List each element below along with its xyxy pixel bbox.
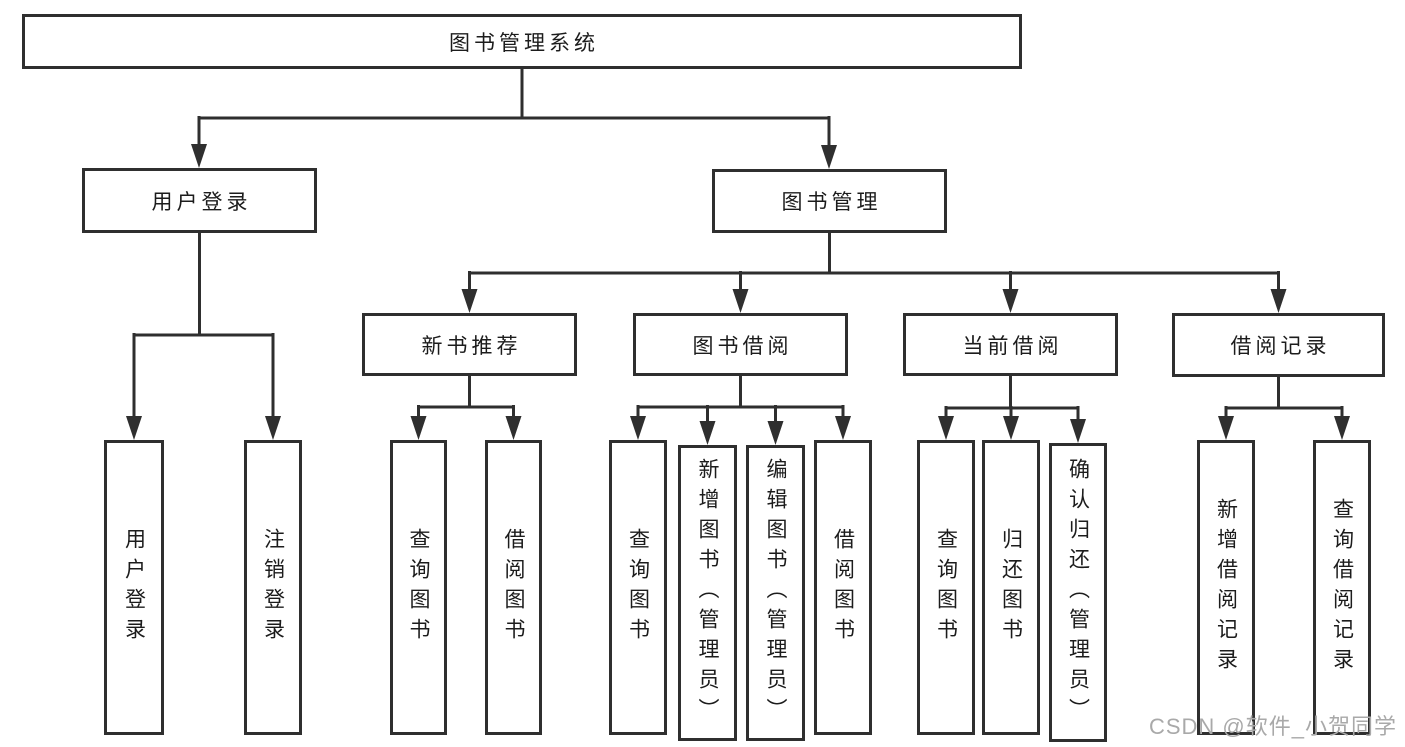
leaf-query-borrow-record: 查询借阅记录 [1313,440,1371,735]
node-label: 查询图书 [626,527,650,648]
arrow-to-borrow-record [1270,289,1287,313]
arrow-to-current-borrow [1002,289,1019,313]
node-label: 注销登录 [261,527,285,648]
leaf-return-books: 归还图书 [982,440,1040,735]
node-book-borrowing: 图书借阅 [633,313,848,376]
edge-root-trunk [197,69,831,147]
node-label: 新增借阅记录 [1214,497,1238,678]
node-label: 归还图书 [999,527,1023,648]
arrow-to-bb-borrow [835,416,851,440]
node-user-login: 用户登录 [82,168,317,233]
node-label: 借阅图书 [502,527,525,648]
node-borrowing-records: 借阅记录 [1172,313,1385,377]
node-label: 借阅记录 [1230,335,1331,358]
leaf-borrow-books-under-borrowing: 借阅图书 [814,440,872,735]
node-library-management-system: 图书管理系统 [22,14,1022,69]
arrow-to-br-add [1218,416,1234,440]
arrow-to-leaf-logout [265,416,281,440]
leaf-add-borrow-record: 新增借阅记录 [1197,440,1255,735]
leaf-borrow-books-under-recommend: 借阅图书 [485,440,542,735]
edge-borrow-record-branch [1224,377,1344,419]
node-label: 查询图书 [407,527,430,648]
arrow-to-user-login [191,144,207,168]
node-label: 借阅图书 [831,527,855,648]
node-current-borrowing: 当前借阅 [903,313,1118,376]
arrow-to-cb-query [938,416,954,440]
node-label: 图书管理系统 [449,31,599,55]
edge-current-borrow-branch [944,376,1080,422]
arrow-to-book-mgmt [821,145,837,169]
arrow-to-leaf-user-login [126,416,142,440]
node-new-book-recommend: 新书推荐 [362,313,577,376]
arrow-to-cb-return [1003,416,1019,440]
leaf-logout: 注销登录 [244,440,302,735]
arrow-to-nbr-borrow [505,416,522,440]
csdn-watermark: CSDN @软件_小贺同学 [1148,714,1397,739]
edge-book-borrow-branch [636,376,845,424]
leaf-query-books-under-current: 查询图书 [917,440,975,735]
node-label: 查询图书 [934,527,958,648]
node-book-management: 图书管理 [712,169,947,233]
arrow-to-br-query [1334,416,1350,440]
edge-user-login-branch [132,233,275,418]
node-label: 用户登录 [122,527,146,648]
arrow-to-nbr-query [410,416,427,440]
arrow-to-cb-confirm [1070,419,1086,443]
node-label: 图书管理 [781,191,882,214]
arrow-to-book-borrow [732,289,749,313]
node-label: 图书借阅 [692,334,793,358]
leaf-query-books-under-recommend: 查询图书 [390,440,447,735]
arrow-to-bb-query [630,416,646,440]
edge-book-mgmt-branch [468,233,1280,291]
arrowheads [126,144,1350,445]
node-label: 确认归还（管理员） [1066,457,1090,728]
arrow-to-new-book-rec [461,289,478,313]
node-label: 编辑图书（管理员） [764,458,787,728]
node-label: 查询借阅记录 [1330,497,1354,678]
leaf-confirm-return-admin: 确认归还（管理员） [1049,443,1107,742]
edge-new-book-rec-branch [417,376,515,419]
node-label: 用户登录 [151,190,252,214]
arrow-to-bb-add [699,421,716,445]
leaf-query-books-under-borrowing: 查询图书 [609,440,667,735]
leaf-user-login: 用户登录 [104,440,164,735]
node-label: 新增图书（管理员） [696,458,719,728]
arrow-to-bb-edit [767,421,784,445]
node-label: 新书推荐 [421,334,522,358]
leaf-add-books-admin: 新增图书（管理员） [678,445,737,741]
leaf-edit-books-admin: 编辑图书（管理员） [746,445,805,741]
node-label: 当前借阅 [962,334,1063,358]
